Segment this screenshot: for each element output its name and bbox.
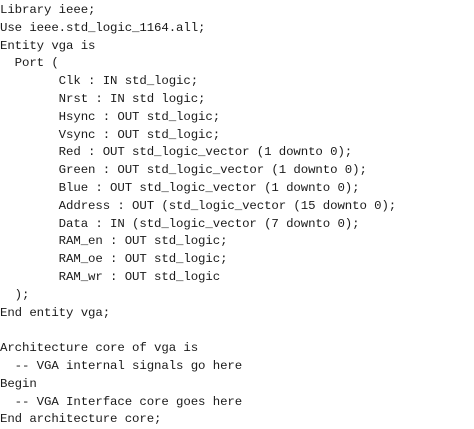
code-line: Green : OUT std_logic_vector (1 downto 0…	[0, 163, 367, 178]
code-line: Clk : IN std_logic;	[0, 74, 199, 89]
code-line: -- VGA internal signals go here	[0, 358, 243, 373]
code-line: );	[0, 287, 30, 302]
code-line: Use ieee.std_logic_1164.all;	[0, 20, 206, 35]
code-line: Port (	[0, 56, 59, 71]
code-line: Library ieee;	[0, 3, 96, 17]
code-line: End architecture core;	[0, 412, 162, 427]
code-line-blank	[0, 322, 474, 340]
code-line: -- VGA Interface core goes here	[0, 394, 243, 409]
code-line: RAM_oe : OUT std_logic;	[0, 252, 228, 267]
code-line: Blue : OUT std_logic_vector (1 downto 0)…	[0, 180, 360, 195]
code-line: Data : IN (std_logic_vector (7 downto 0)…	[0, 216, 360, 231]
code-line: Vsync : OUT std_logic;	[0, 127, 221, 142]
code-line: Red : OUT std_logic_vector (1 downto 0);	[0, 145, 353, 160]
code-line: Entity vga is	[0, 38, 96, 53]
code-line: End entity vga;	[0, 305, 111, 320]
code-line: Architecture core of vga is	[0, 341, 199, 356]
code-line: Begin	[0, 376, 37, 391]
code-line: Hsync : OUT std_logic;	[0, 109, 221, 124]
code-line: Address : OUT (std_logic_vector (15 down…	[0, 198, 397, 213]
code-line: RAM_wr : OUT std_logic	[0, 269, 221, 284]
code-line: Nrst : IN std logic;	[0, 91, 206, 106]
code-line: RAM_en : OUT std_logic;	[0, 234, 228, 249]
